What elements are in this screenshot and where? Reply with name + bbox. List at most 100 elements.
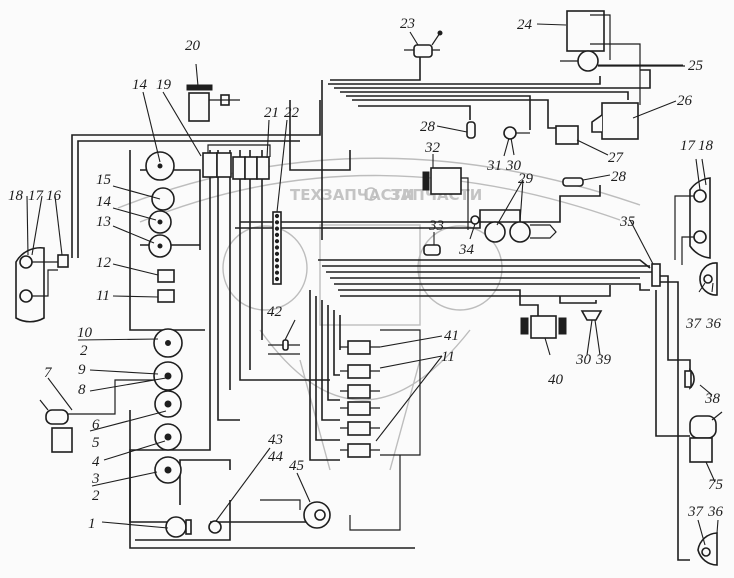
left-headlamp-cluster — [15, 246, 69, 323]
left-connector-16 — [57, 254, 69, 268]
component-28-right — [562, 177, 584, 187]
label-31: 31 — [486, 158, 502, 174]
label-40: 40 — [548, 372, 564, 388]
label-8: 8 — [78, 382, 86, 398]
label-7: 7 — [44, 365, 53, 381]
relay-bank-41-11 — [340, 340, 380, 458]
component-20-body — [188, 92, 210, 122]
relay-11 — [347, 401, 371, 416]
wiper-motor-7 — [39, 379, 155, 453]
label-30-top: 30 — [505, 158, 522, 174]
right-headlamp-cluster — [674, 177, 711, 265]
terminal-pin — [274, 276, 280, 282]
label-33: 33 — [428, 218, 444, 234]
label-37-lower: 37 — [687, 504, 705, 520]
lamp-29a — [484, 221, 506, 243]
watermark-letter-circle-right — [417, 225, 503, 311]
generator-32 — [422, 167, 469, 230]
lamps-29 — [484, 221, 557, 243]
fuse-blocks-19-21 — [202, 144, 271, 180]
label-25: 25 — [688, 58, 704, 74]
label-28-right: 28 — [611, 169, 627, 185]
fuse-block-19a — [202, 152, 218, 178]
label-42: 42 — [267, 304, 283, 320]
wire-harness — [71, 49, 691, 561]
component-34 — [470, 215, 480, 225]
component-23 — [404, 30, 443, 58]
fuse-block-19b — [216, 152, 232, 178]
terminal-pin — [274, 232, 280, 237]
relay-11 — [347, 364, 371, 379]
label-75: 75 — [708, 477, 724, 493]
label-5: 5 — [92, 435, 100, 451]
terminal-pin — [274, 226, 280, 231]
terminal-pin — [274, 251, 280, 256]
component-40-body — [530, 315, 557, 339]
terminal-pin — [274, 220, 280, 225]
label-17-left: 17 — [28, 188, 45, 204]
component-31-30 — [503, 126, 530, 140]
component-75-body — [689, 437, 713, 463]
generator-body — [430, 167, 462, 195]
label-34: 34 — [458, 242, 475, 258]
wiper-motor-head — [45, 409, 69, 425]
label-11-left: 11 — [96, 288, 110, 304]
label-13: 13 — [96, 214, 111, 230]
watermark-leaves — [299, 359, 421, 471]
label-26: 26 — [677, 93, 693, 109]
label-18-right: 18 — [698, 138, 714, 154]
component-1-body — [165, 516, 187, 538]
label-30-lower: 30 — [575, 352, 592, 368]
component-1 — [165, 516, 192, 538]
terminal-pin — [274, 270, 280, 275]
terminal-strip-22 — [272, 211, 282, 285]
label-2-lower: 2 — [92, 488, 100, 504]
relay-11 — [347, 443, 371, 458]
fuse-block-21c — [256, 156, 270, 180]
relay-11 — [347, 384, 371, 399]
gauge-15 — [151, 187, 175, 211]
label-22: 22 — [284, 105, 300, 121]
component-75 — [689, 411, 723, 463]
switch-12 — [157, 269, 175, 283]
fuse-block-21b — [244, 156, 258, 180]
label-20: 20 — [185, 38, 201, 54]
component-42-body — [282, 339, 289, 351]
label-27: 27 — [608, 150, 625, 166]
relay-11 — [347, 421, 371, 436]
label-1: 1 — [88, 516, 96, 532]
battery-24 — [566, 10, 641, 105]
component-30-top — [503, 126, 517, 140]
component-43-44 — [208, 520, 222, 534]
label-45: 45 — [289, 458, 305, 474]
leader-lines — [26, 23, 719, 546]
label-11-right: 11 — [441, 349, 455, 365]
right-headlamp-lamp-upper — [693, 189, 707, 203]
component-33 — [423, 244, 441, 256]
label-24: 24 — [517, 17, 533, 33]
terminal-pin — [274, 264, 280, 269]
label-3: 3 — [91, 471, 100, 487]
label-12: 12 — [96, 255, 112, 271]
label-4: 4 — [92, 454, 100, 470]
side-lamp-37-36 — [699, 262, 718, 296]
component-30-39 — [580, 310, 603, 321]
label-18-left: 18 — [8, 188, 24, 204]
bottom-lamp-37-36 — [697, 532, 718, 566]
component-40 — [520, 315, 567, 339]
label-9: 9 — [78, 362, 86, 378]
label-23: 23 — [400, 16, 415, 32]
label-43: 43 — [268, 432, 283, 448]
label-10: 10 — [77, 325, 93, 341]
component-27 — [555, 125, 579, 145]
starter-body — [601, 102, 639, 140]
label-15: 15 — [96, 172, 112, 188]
watermark: ТЕХЗАПЧАСТИ ЗАПЧАСТИ — [117, 157, 641, 471]
label-29: 29 — [518, 171, 534, 187]
battery-body — [566, 10, 605, 52]
gear-icon — [364, 187, 378, 201]
label-14-top: 14 — [132, 77, 148, 93]
switch-25-body — [577, 50, 599, 72]
watermark-text-left: ТЕХЗАПЧАСТИ — [290, 186, 414, 204]
